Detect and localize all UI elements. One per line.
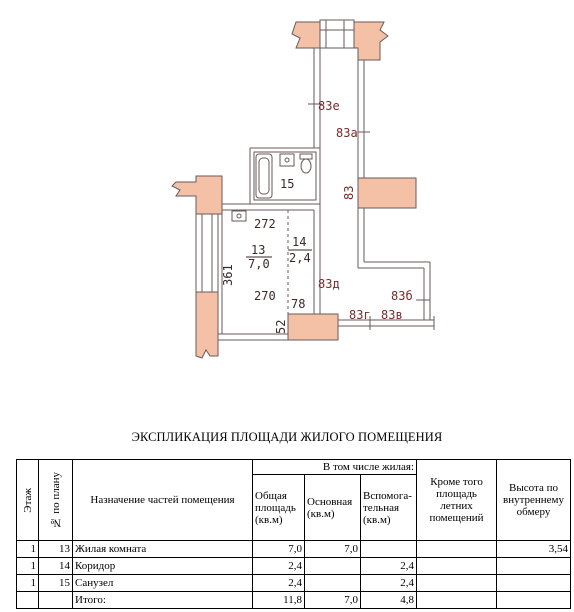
header-height: Высота по внутреннему обмеру [496,459,572,541]
label-83b: 83б [391,289,413,303]
label-area-2-4: 2,4 [289,251,311,265]
label-361: 361 [221,264,235,286]
label-area-7: 7,0 [248,257,270,271]
document-title: ЭКСПЛИКАЦИЯ ПЛОЩАДИ ЖИЛОГО ПОМЕЩЕНИЯ [131,430,443,444]
window-left [195,213,219,293]
header-total-area: Общая площадь (кв.м) [252,474,305,541]
label-83g: 83г [349,308,371,322]
wall-block-right [357,177,417,209]
sink [279,153,295,167]
header-main: Основная (кв.м) [304,474,361,541]
bathtub [255,153,273,199]
label-83a: 83а [336,126,358,140]
label-83-vertical: 83 [342,186,356,200]
wall-block-left-top [171,175,223,215]
header-summer: Кроме того площадь летних помещений [416,459,498,541]
header-purpose: Назначение частей помещения [72,459,253,541]
label-83e: 83е [318,99,340,113]
label-78: 78 [291,297,305,311]
header-including: В том числе жилая: [251,459,418,475]
header-plan-no: № по плану [38,459,73,541]
label-83d: 83д [318,277,340,291]
label-room-14: 14 [292,235,306,249]
label-83v: 83в [381,308,403,322]
label-272: 272 [254,217,276,231]
label-52: 52 [274,320,288,334]
wall-block-top-left [291,21,321,49]
table-row: 1 15 Санузел 2,4 2,4 [16,574,572,592]
toilet [299,153,313,160]
table-row: 1 13 Жилая комната 7,0 7,0 3,54 [16,540,572,558]
header-aux: Вспомога-тельная (кв.м) [359,474,418,541]
label-room-15: 15 [280,177,294,191]
table-total-row: Итого: 11,8 7,0 4,8 [16,591,572,609]
table-row: 1 14 Коридор 2,4 2,4 [16,557,572,575]
header-floor: Этаж [16,459,39,541]
wall-block-top-right [353,21,389,61]
wall-block-left-bottom [195,291,219,359]
bathroom-walls [249,147,321,205]
window-top [319,19,355,49]
label-270: 270 [254,289,276,303]
label-room-13: 13 [251,243,265,257]
wall-block-bottom [287,313,339,341]
floor-plan: 83е 83а 83 15 272 13 7,0 14 2,4 361 270 … [171,19,435,359]
explication-table: Этаж № по плану Назначение частей помеще… [16,459,572,609]
kitchen-sink [231,210,247,222]
